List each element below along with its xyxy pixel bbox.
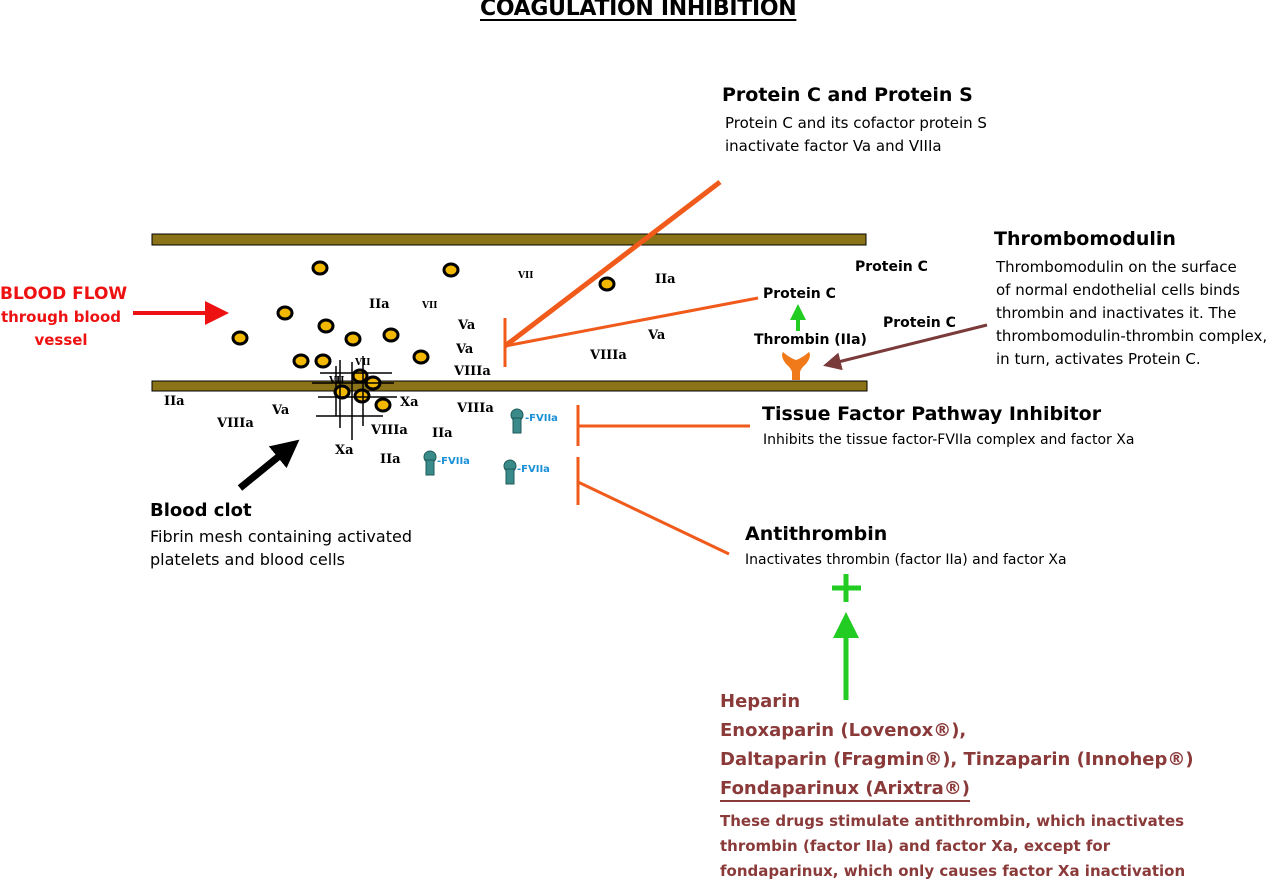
plus-icon	[832, 574, 861, 602]
drugs-note-line3: fondaparinux, which only causes factor X…	[720, 862, 1186, 880]
thrombomodulin-description: Thrombomodulin on the surface of normal …	[996, 256, 1267, 371]
factor-iia-label: IIa	[655, 272, 676, 287]
factor-iia-label: IIa	[164, 394, 185, 409]
protein-cs-heading: Protein C and Protein S	[722, 84, 973, 106]
thrombomodulin-desc-line4: thrombomodulin-thrombin complex,	[996, 327, 1268, 345]
thrombomodulin-arrow	[823, 323, 988, 371]
factor-iia-label: IIa	[369, 297, 390, 312]
thrombomodulin-desc-line1: Thrombomodulin on the surface	[996, 258, 1237, 276]
blood-flow-title: BLOOD FLOW	[0, 284, 128, 304]
drug-heparin: Heparin	[720, 691, 801, 712]
platelet	[353, 388, 371, 404]
drugs-note-line2: thrombin (factor IIa) and factor Xa, exc…	[720, 837, 1111, 855]
thrombomodulin-desc-line3: thrombin and inactivates it. The	[996, 304, 1237, 322]
platelet	[314, 353, 332, 369]
drugs-note-line1: These drugs stimulate antithrombin, whic…	[720, 812, 1185, 830]
fibrin-mesh	[312, 356, 397, 440]
platelet	[442, 262, 460, 278]
factor-iia-label: IIa	[380, 452, 401, 467]
vessel-wall-top	[151, 233, 867, 246]
blood-clot-description: Fibrin mesh containing activated platele…	[150, 525, 412, 571]
factor-xa-label: Xa	[335, 443, 354, 458]
tfpi-description: Inhibits the tissue factor-FVIIa complex…	[763, 432, 1135, 448]
tfpi-inhibition	[576, 405, 750, 446]
factor-vii-label: VII	[355, 358, 371, 368]
platelets	[231, 260, 616, 413]
factor-viiia-label: VIIIa	[454, 364, 491, 379]
protein-cs-desc-line2: inactivate factor Va and VIIIa	[725, 137, 942, 155]
thrombomodulin-icon	[782, 352, 810, 380]
factor-vii-label: VII	[422, 301, 438, 311]
platelet	[333, 384, 351, 400]
factor-xa-label: Xa	[400, 395, 419, 410]
antithrombin-inhibition	[576, 457, 730, 556]
factor-va-label: Va	[456, 342, 474, 357]
protein-c-label-mid: Protein C	[763, 286, 836, 302]
platelet	[317, 318, 335, 334]
thrombomodulin-desc-line5: in turn, activates Protein C.	[996, 350, 1201, 368]
thrombomodulin-heading: Thrombomodulin	[994, 228, 1176, 250]
protein-c-label-right: Protein C	[883, 315, 956, 331]
tfpi-heading: Tissue Factor Pathway Inhibitor	[762, 403, 1102, 425]
platelet	[311, 260, 329, 276]
platelet	[351, 368, 369, 384]
blood-clot-desc-line2: platelets and blood cells	[150, 550, 345, 569]
platelet	[276, 305, 294, 321]
factor-viiia-label: VIIIa	[590, 348, 627, 363]
page-title: COAGULATION INHIBITION	[480, 0, 797, 21]
blood-flow-label: BLOOD FLOW through blood vessel	[0, 283, 128, 352]
blood-clot-arrow	[237, 439, 300, 491]
thrombin-label: Thrombin (IIa)	[754, 332, 867, 348]
vessel-wall-bottom	[151, 380, 868, 392]
platelet	[598, 276, 616, 292]
factor-iia-label: IIa	[432, 426, 453, 441]
drug-activation-arrow	[833, 612, 859, 700]
drugs-block: Heparin Enoxaparin (Lovenox®), Daltapari…	[720, 687, 1194, 884]
factor-va-label: Va	[272, 403, 290, 418]
platelet	[344, 331, 362, 347]
platelet	[231, 330, 249, 346]
protein-cs-desc-line1: Protein C and its cofactor protein S	[725, 114, 987, 132]
thrombomodulin-desc-line2: of normal endothelial cells binds	[996, 281, 1240, 299]
receptor-icon	[510, 408, 524, 434]
drug-fondaparinux: Fondaparinux (Arixtra®)	[720, 778, 971, 802]
drug-daltaparin-tinzaparin: Daltaparin (Fragmin®), Tinzaparin (Innoh…	[720, 749, 1194, 770]
protein-cs-inhibition	[503, 180, 759, 367]
antithrombin-heading: Antithrombin	[745, 523, 888, 545]
receptor-icon	[503, 459, 517, 485]
antithrombin-description: Inactivates thrombin (factor IIa) and fa…	[745, 552, 1067, 568]
factor-va-label: Va	[458, 318, 476, 333]
blood-clot-heading: Blood clot	[150, 500, 252, 521]
protein-cs-description: Protein C and its cofactor protein S ina…	[725, 112, 987, 158]
factor-viiia-label: VIIIa	[371, 423, 408, 438]
platelet	[412, 349, 430, 365]
fviia-label: -FVIIa	[517, 464, 550, 475]
receptor-icon	[423, 450, 437, 476]
blood-flow-line2: through blood	[0, 308, 122, 326]
platelet	[382, 327, 400, 343]
blood-clot-desc-line1: Fibrin mesh containing activated	[150, 527, 412, 546]
platelet	[374, 397, 392, 413]
factor-viiia-label: VIIIa	[457, 401, 494, 416]
blood-flow-line3: vessel	[34, 331, 88, 349]
factor-vii-label: VII	[518, 271, 534, 281]
fviia-label: -FVIIa	[525, 413, 558, 424]
platelet	[292, 353, 310, 369]
factor-va-label: Va	[648, 328, 666, 343]
factor-vii-label: VII	[329, 376, 345, 386]
drug-enoxaparin: Enoxaparin (Lovenox®),	[720, 720, 967, 741]
factor-viiia-label: VIIIa	[217, 416, 254, 431]
fviia-label: -FVIIa	[437, 456, 470, 467]
protein-c-label-top: Protein C	[855, 259, 928, 275]
